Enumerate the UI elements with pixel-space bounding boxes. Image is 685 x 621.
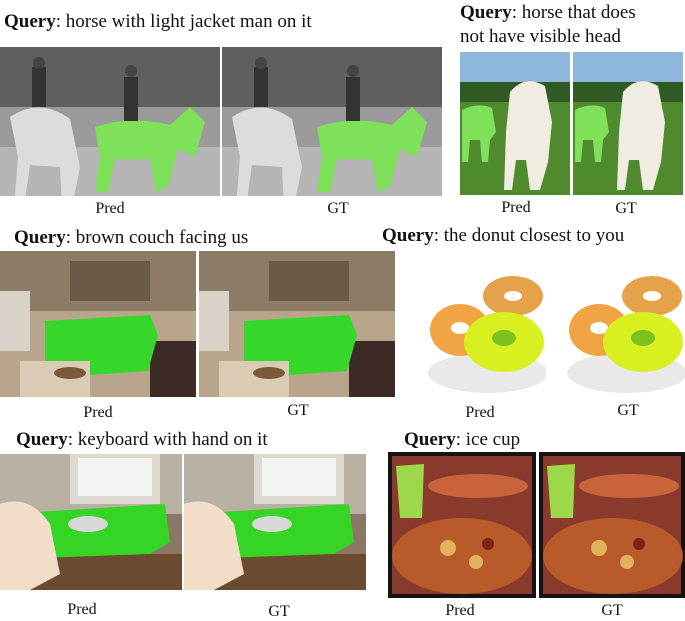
query-5: Query: keyboard with hand on it	[16, 429, 268, 450]
query-2-line-2: not have visible head	[460, 25, 621, 48]
gt-caption: GT	[327, 200, 349, 217]
segmentation-mask	[462, 105, 496, 162]
pred-image-couch	[0, 251, 196, 397]
pred-image-donut	[428, 268, 546, 396]
query-prefix: Query	[382, 225, 434, 246]
query-4: Query: the donut closest to you	[382, 225, 625, 246]
pred-caption: Pred	[67, 601, 97, 618]
pred-image-horse-man	[0, 47, 220, 196]
gt-image-ice-cup	[539, 452, 685, 598]
segmentation-mask	[220, 504, 354, 558]
gt-image-horse-man	[222, 47, 442, 196]
pred-image-ice-cup	[388, 452, 536, 598]
query-prefix: Query	[4, 11, 56, 32]
segmentation-mask	[396, 464, 424, 518]
gt-caption: GT	[287, 402, 309, 419]
segmentation-mask	[547, 464, 575, 518]
pred-caption: Pred	[83, 404, 113, 421]
pred-caption: Pred	[465, 404, 495, 421]
segmentation-mask	[95, 107, 205, 192]
gt-caption: GT	[615, 200, 637, 217]
query-2: Query: horse that does	[460, 2, 636, 23]
query-prefix: Query	[460, 2, 512, 23]
gt-image-keyboard	[184, 454, 366, 590]
query-text: horse with light jacket man on it	[65, 11, 312, 32]
pred-image-keyboard	[0, 454, 182, 590]
segmentation-mask	[575, 105, 609, 162]
query-text: brown couch facing us	[75, 227, 249, 248]
query-prefix: Query	[14, 227, 66, 248]
segmentation-mask	[36, 504, 170, 558]
query-text: keyboard with hand on it	[77, 429, 268, 450]
gt-image-couch	[199, 251, 395, 397]
query-prefix: Query	[16, 429, 68, 450]
query-6: Query: ice cup	[404, 429, 521, 450]
query-text: horse that does	[521, 2, 636, 23]
gt-caption: GT	[617, 402, 639, 419]
query-3: Query: brown couch facing us	[14, 227, 249, 248]
query-text: not have visible head	[460, 26, 621, 47]
pred-caption: Pred	[95, 200, 125, 217]
pred-caption: Pred	[445, 602, 475, 619]
gt-image-donut	[567, 268, 685, 396]
gt-caption: GT	[268, 603, 290, 620]
query-text: the donut closest to you	[443, 225, 625, 246]
query-1: Query: horse with light jacket man on it	[4, 11, 312, 32]
segmentation-mask	[317, 107, 427, 192]
pred-caption: Pred	[501, 199, 531, 216]
query-text: ice cup	[465, 429, 521, 450]
query-prefix: Query	[404, 429, 456, 450]
pred-image-horse-no-head	[460, 52, 570, 195]
gt-image-horse-no-head	[573, 52, 683, 195]
gt-caption: GT	[601, 602, 623, 619]
